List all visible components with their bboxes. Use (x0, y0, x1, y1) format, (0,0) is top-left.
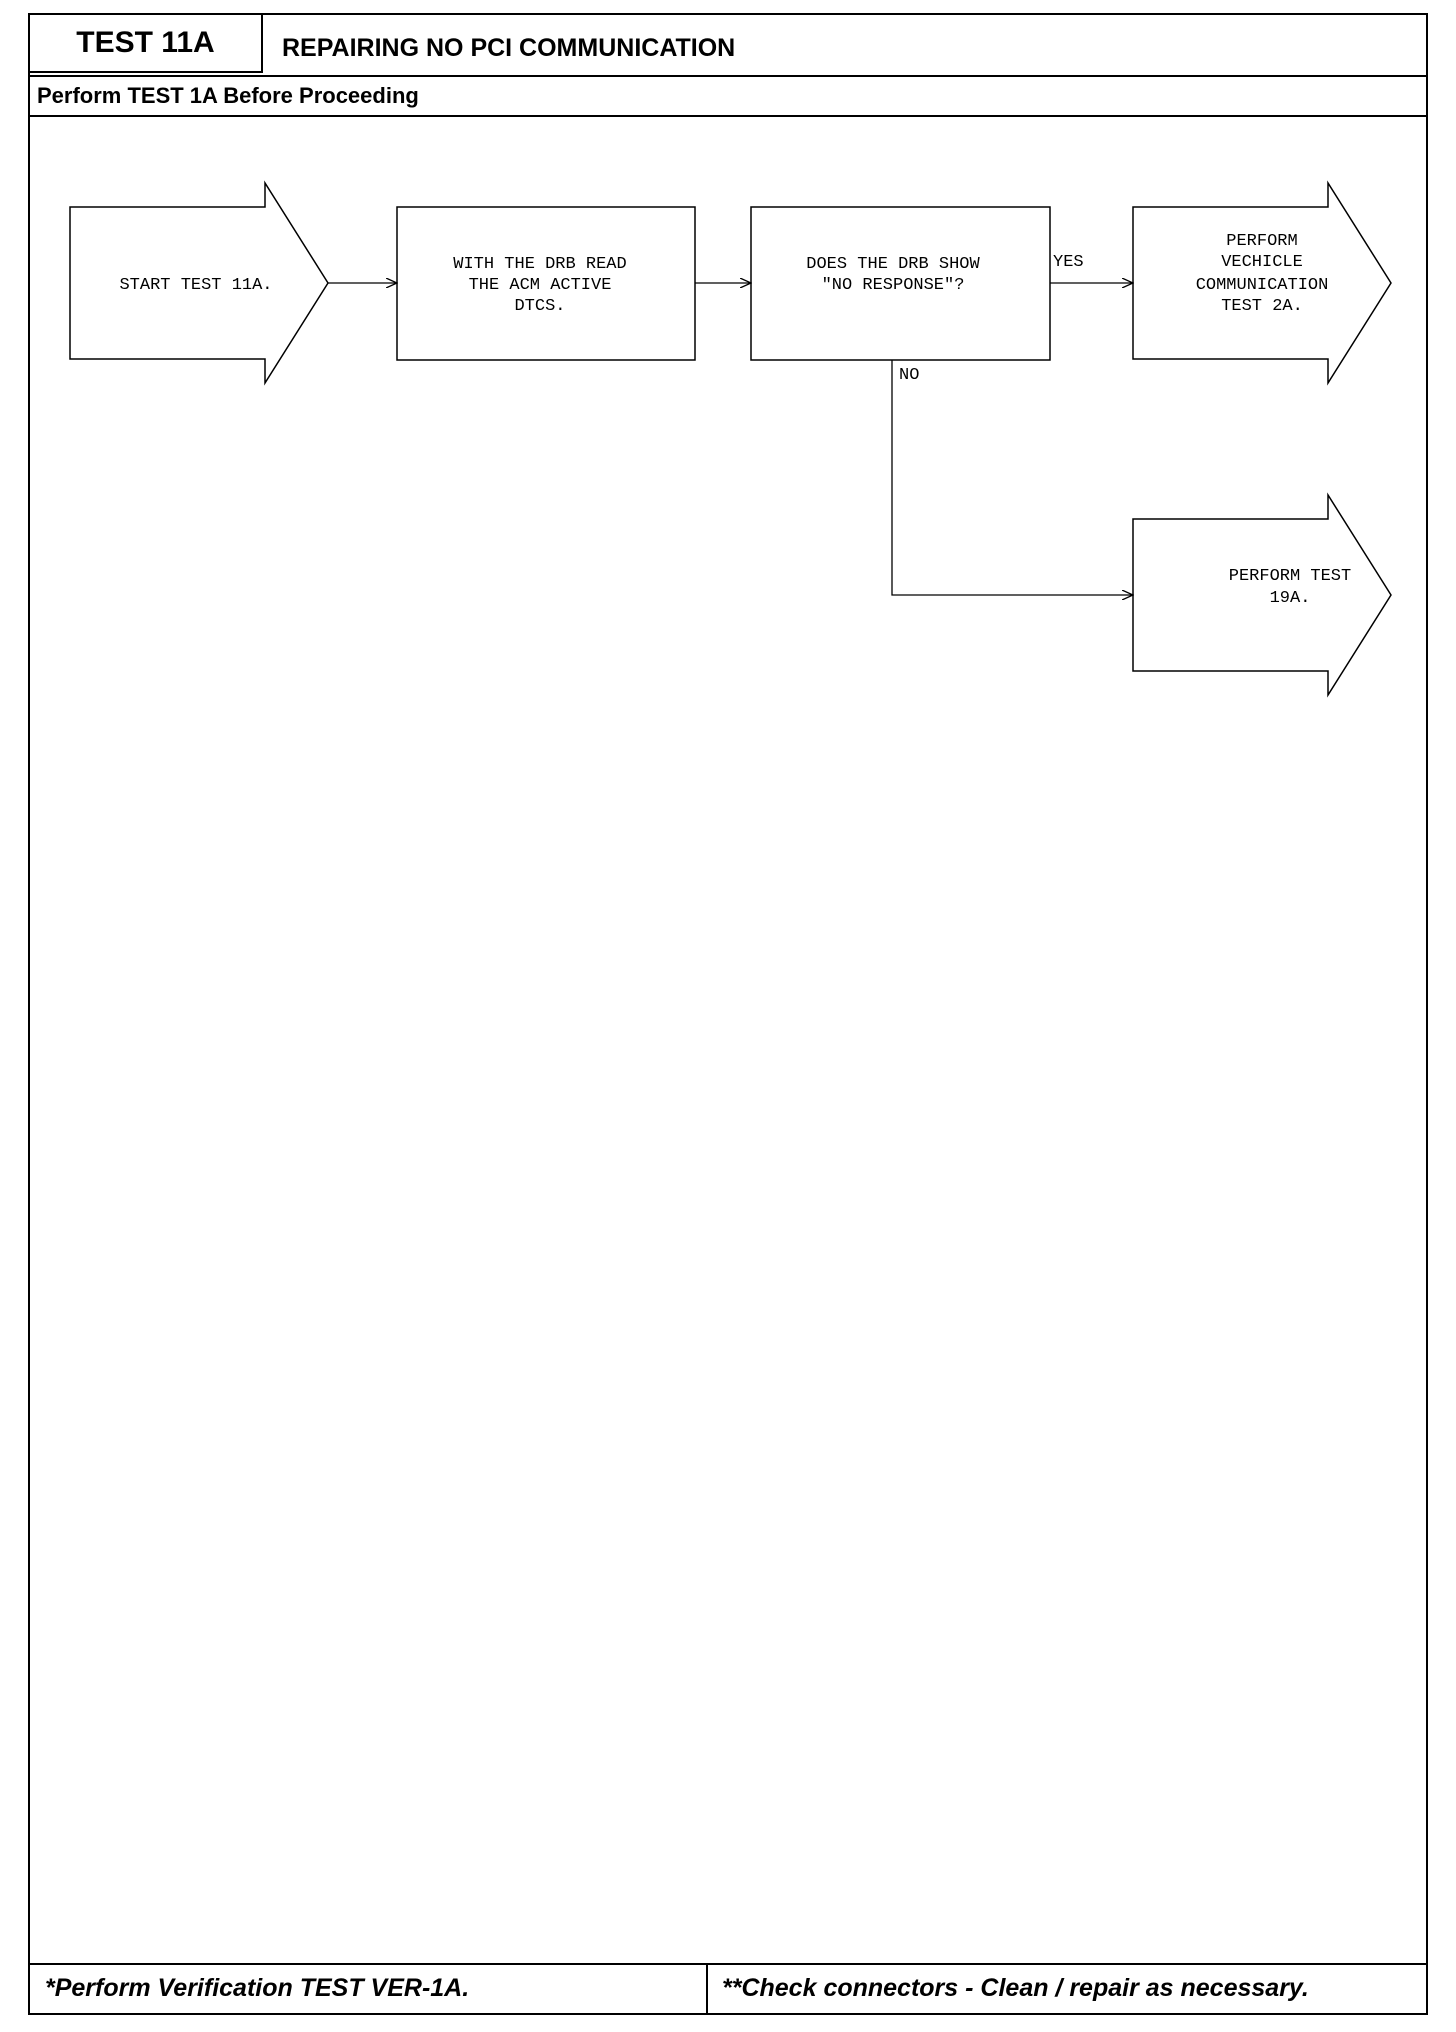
read-dtcs-node: WITH THE DRB READ THE ACM ACTIVE DTCS. (396, 206, 696, 361)
footer-connector-note: **Check connectors - Clean / repair as n… (722, 1974, 1309, 2002)
prerequisite-note: Perform TEST 1A Before Proceeding (30, 75, 1426, 117)
decision-node: DOES THE DRB SHOW "NO RESPONSE"? (750, 206, 1051, 361)
footer: *Perform Verification TEST VER-1A. **Che… (30, 1963, 1426, 2013)
read-dtcs-line-3: DTCS. (514, 297, 565, 316)
footer-verification-note: *Perform Verification TEST VER-1A. (45, 1974, 470, 2002)
test-title: REPAIRING NO PCI COMMUNICATION (282, 34, 736, 62)
no-result-line-1: PERFORM TEST (1229, 567, 1351, 586)
test-id: TEST 11A (30, 15, 263, 73)
start-node-text: START TEST 11A. (119, 276, 272, 295)
yes-result-line-2: VECHICLE (1221, 253, 1303, 272)
read-dtcs-line-2: THE ACM ACTIVE (469, 276, 612, 295)
decision-line-1: DOES THE DRB SHOW (806, 255, 980, 274)
yes-label: YES (1053, 253, 1084, 272)
no-result-arrow-shape (1132, 492, 1392, 698)
no-result-node: PERFORM TEST 19A. (1132, 492, 1392, 698)
yes-result-node: PERFORM VECHICLE COMMUNICATION TEST 2A. (1132, 180, 1392, 386)
connector-no (891, 360, 1133, 595)
yes-result-line-3: COMMUNICATION (1196, 276, 1329, 295)
header: TEST 11A REPAIRING NO PCI COMMUNICATION (30, 15, 1426, 75)
decision-line-2: "NO RESPONSE"? (822, 276, 965, 295)
read-dtcs-line-1: WITH THE DRB READ (453, 255, 626, 274)
no-result-line-2: 19A. (1270, 589, 1311, 608)
start-node: START TEST 11A. (69, 180, 329, 386)
yes-result-arrow-shape (1132, 180, 1392, 386)
yes-result-line-4: TEST 2A. (1221, 297, 1303, 316)
test-sheet: TEST 11A REPAIRING NO PCI COMMUNICATION … (28, 13, 1428, 2015)
no-label: NO (899, 366, 919, 385)
footer-divider (706, 1965, 708, 2013)
yes-result-line-1: PERFORM (1226, 232, 1297, 251)
start-arrow-shape (69, 180, 329, 386)
